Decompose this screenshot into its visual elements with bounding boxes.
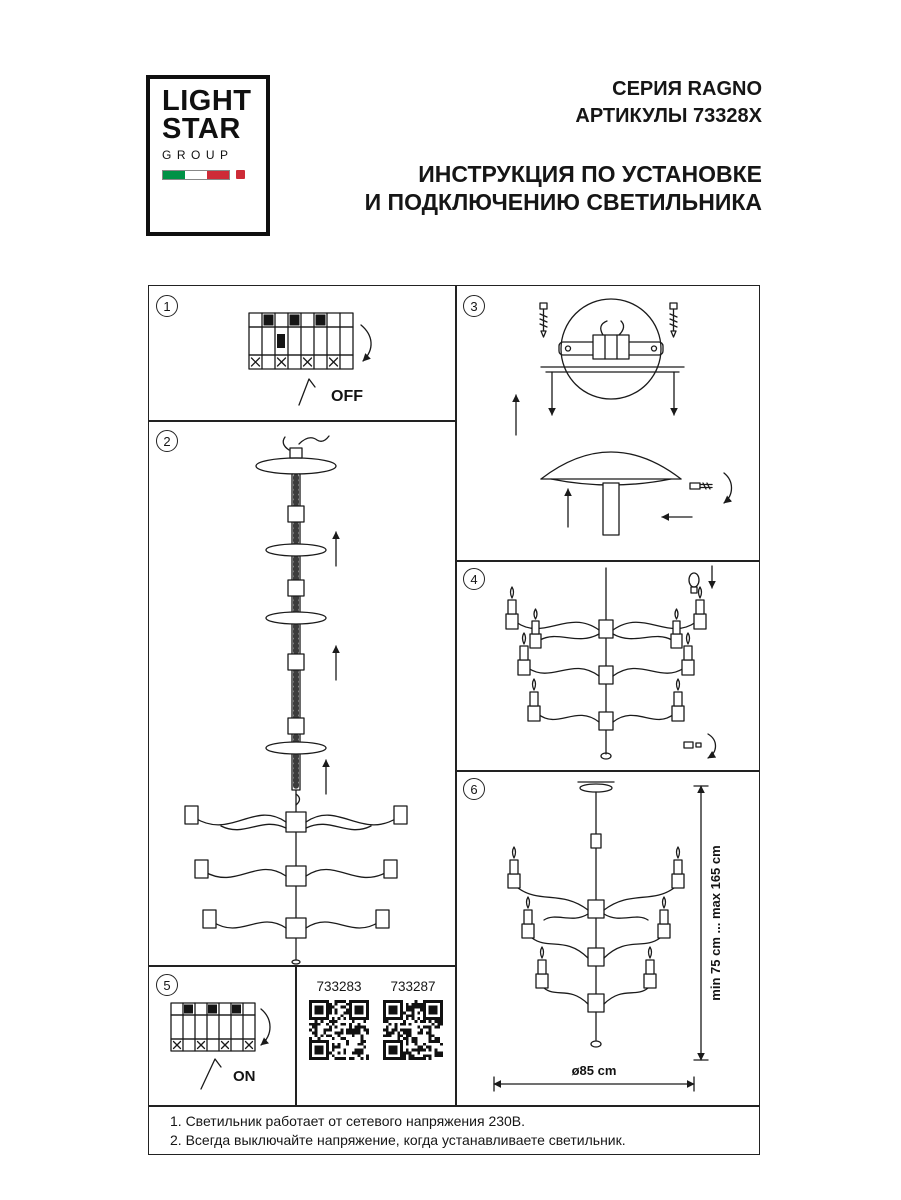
off-label: OFF [331,388,363,405]
logo-text-light: LIGHT [162,85,252,117]
chandelier-tiers [184,805,408,965]
panel-step-6: min 75 cm ... max 165 cm ø85 cm [456,772,759,1105]
connector-detail [683,733,717,759]
logo-flag [162,169,266,180]
threaded-rod [265,473,327,961]
circuit-breaker-off-drawing: OFF [248,312,372,406]
panel-step-3 [456,287,759,559]
logo-red-dot [236,170,245,180]
assembled-chandelier [507,781,685,1048]
qr-code-icon-733283 [309,1000,369,1060]
step-number-4: 4 [463,568,485,590]
panel-step-1: OFF [149,287,454,419]
qr-column-right: 733287 [383,979,443,1105]
ceiling-mount-drawing [512,298,733,536]
article-qr-panel: 733283 733287 [297,967,455,1105]
article-code-733283: 733283 [316,979,362,994]
circuit-breaker-on-drawing: ON [170,1002,271,1090]
diameter-dimension-label: ø85 cm [572,1063,617,1078]
ceiling-canopy [255,435,337,475]
panel-step-4 [456,562,759,769]
chandelier-arms [505,567,707,760]
italian-flag-icon [162,169,230,180]
qr-column-left: 733283 [309,979,369,1105]
switch-off-arrow [298,324,372,406]
locking-screw [661,472,733,521]
arms-and-bulbs-drawing [505,565,717,760]
article-code-733287: 733287 [390,979,436,994]
divider-footer [148,1105,760,1107]
on-label: ON [233,1068,256,1085]
diameter-dimension-line [493,1076,695,1092]
mounting-plate-top-view [558,298,664,400]
footer-notes: 1. Светильник работает от сетевого напря… [148,1107,760,1155]
instruction-title: ИНСТРУКЦИЯ ПО УСТАНОВКЕ И ПОДКЛЮЧЕНИЮ СВ… [300,160,762,216]
logo-text-group: GROUP [162,147,234,162]
assembled-chandelier-dimensions-drawing: min 75 cm ... max 165 cm ø85 cm [493,781,723,1092]
height-dimension-line [693,785,709,1061]
instruction-grid-frame [148,285,760,1155]
ceiling-plate-side-view [512,366,685,436]
footer-note-1: 1. Светильник работает от сетевого напря… [170,1112,526,1129]
wall-anchors [539,302,678,338]
breaker-body [170,1002,256,1052]
breaker-body [248,312,354,370]
canopy-dome [540,451,682,536]
divider-bottom-left [295,965,297,1106]
switch-on-arrow [200,1008,271,1090]
footer-note-2: 2. Всегда выключайте напряжение, когда у… [170,1132,626,1148]
panel-step-5: ON [149,967,295,1105]
step-number-2: 2 [156,430,178,452]
instruction-title-line2: И ПОДКЛЮЧЕНИЮ СВЕТИЛЬНИКА [364,189,762,216]
divider-left-2 [148,965,456,967]
chandelier-pole-assembly-drawing [184,435,408,965]
step-number-1: 1 [156,295,178,317]
series-title: СЕРИЯ RAGNO [612,78,762,100]
assembly-direction-arrows [295,531,340,806]
bulb-insert-arrow [688,565,716,594]
step-number-5: 5 [156,974,178,996]
qr-code-icon-733287 [383,1000,443,1060]
document-title-block: СЕРИЯ RAGNO АРТИКУЛЫ 73328X ИНСТРУКЦИЯ П… [300,76,762,216]
divider-right-1 [455,560,760,562]
divider-right-2 [455,770,760,772]
panel-step-2 [149,422,454,965]
articles-title: АРТИКУЛЫ 73328X [575,105,762,127]
step-number-3: 3 [463,295,485,317]
instruction-title-line1: ИНСТРУКЦИЯ ПО УСТАНОВКЕ [418,161,762,187]
step-number-6: 6 [463,778,485,800]
lightstar-logo: LIGHT STAR GROUP [146,75,270,236]
divider-left-1 [148,420,456,422]
height-dimension-label: min 75 cm ... max 165 cm [708,845,723,1000]
logo-text-star: STAR [162,113,241,146]
divider-vertical-main [455,285,457,1106]
